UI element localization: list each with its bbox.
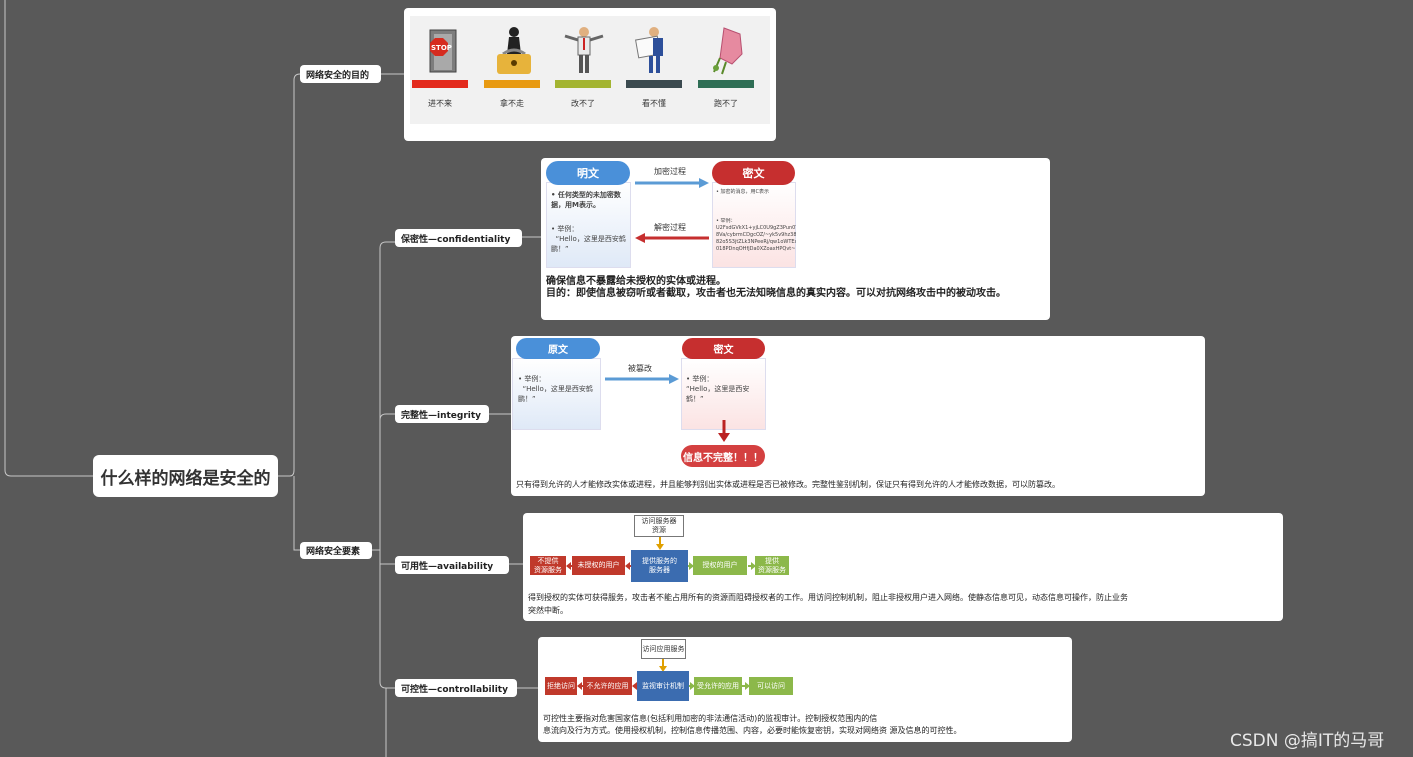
- availability-right1: 授权的用户: [693, 556, 747, 575]
- integrity-label: 完整性—integrity: [401, 410, 482, 421]
- alert-badge: 信息不完整！！！: [681, 445, 765, 467]
- tampered-title: 密文: [682, 338, 765, 359]
- plaintext-title: 明文: [546, 161, 630, 185]
- controllability-center-box: 监视审计机制: [637, 671, 689, 701]
- purpose-bar-2: [484, 80, 540, 88]
- availability-right2: 提供 资源服务: [755, 556, 789, 575]
- purpose-figure-card: STOP 进不来 拿不走 改不了: [404, 8, 776, 141]
- purpose-bar-5: [698, 80, 754, 88]
- integrity-card: 原文 • 举例： “Hello，这里是西安鹤鹏！” 被篡改 密文 • 举例： “…: [511, 336, 1205, 496]
- confidentiality-desc-2: 目的：即使信息被窃听或者截取，攻击者也无法知晓信息的真实内容。可以对抗网络攻击中…: [546, 288, 1006, 299]
- availability-center-box: 提供服务的 服务器: [631, 550, 688, 582]
- root-node[interactable]: 什么样的网络是安全的: [93, 455, 278, 497]
- branch-purpose[interactable]: 网络安全的目的: [300, 65, 381, 83]
- controllability-top-box: 访问应用服务: [641, 639, 686, 659]
- original-title: 原文: [516, 338, 600, 359]
- tamper-label: 被篡改: [628, 364, 652, 373]
- ciphertext-example: • 举例： U2FsdGVkX1+yjLC0U9gZ3Pun0Y 8Va/cyb…: [716, 218, 796, 252]
- availability-label: 可用性—availability: [401, 561, 494, 572]
- availability-left2: 未授权的用户: [572, 556, 625, 575]
- controllability-card: 访问应用服务 监视审计机制 不允许的应用 拒绝访问 受允许的应用 可以访问 可控…: [538, 637, 1072, 742]
- purpose-label-4: 看不懂: [642, 99, 666, 108]
- node-controllability[interactable]: 可控性—controllability: [395, 679, 517, 697]
- padlock-thief-icon: [489, 24, 539, 76]
- controllability-right1: 受允许的应用: [694, 677, 742, 695]
- availability-desc-2: 突然中断。: [528, 606, 568, 615]
- original-pane: [512, 358, 601, 430]
- down-arrow-icon: [718, 420, 730, 442]
- purpose-figure-bg: [410, 16, 770, 124]
- purpose-label-1: 进不来: [428, 99, 452, 108]
- plaintext-bullet: • 任何类型的未加密数据，用M表示。: [551, 191, 621, 209]
- node-confidentiality[interactable]: 保密性—confidentiality: [395, 229, 522, 247]
- availability-card: 访问服务器 资源 提供服务的 服务器 未授权的用户 不提供 资源服务 授权的用户…: [523, 513, 1283, 621]
- controllability-left1: 拒绝访问: [545, 677, 577, 695]
- controllability-down-arrow-icon: [659, 659, 667, 672]
- availability-down-arrow-icon: [656, 537, 664, 550]
- controllability-right2: 可以访问: [749, 677, 793, 695]
- encrypt-arrow-icon: [635, 178, 709, 188]
- ciphertext-bullet: • 加密的消息，用C表示: [716, 189, 770, 195]
- controllability-desc-2: 息流向及行为方式。使用授权机制，控制信息传播范围、内容，必要时能恢复密钥，实现对…: [543, 726, 962, 735]
- branch-elements-label: 网络安全要素: [306, 547, 361, 557]
- ciphertext-title: 密文: [712, 161, 795, 185]
- branch-elements[interactable]: 网络安全要素: [300, 542, 372, 559]
- confused-man-icon: [559, 24, 609, 76]
- node-availability[interactable]: 可用性—availability: [395, 556, 509, 574]
- plaintext-pane: [546, 182, 631, 268]
- stop-door-icon: STOP: [420, 26, 470, 76]
- availability-top-box: 访问服务器 资源: [634, 515, 684, 537]
- newspaper-reader-icon: [629, 24, 679, 76]
- controllability-arrows: [577, 682, 750, 690]
- node-integrity[interactable]: 完整性—integrity: [395, 405, 489, 423]
- purpose-bar-3: [555, 80, 611, 88]
- availability-desc-1: 得到授权的实体可获得服务，攻击者不能占用所有的资源而阻碍授权者的工作。用访问控制…: [528, 593, 1128, 602]
- purpose-label-5: 跑不了: [714, 99, 738, 108]
- watermark: CSDN @搞IT的马哥: [1230, 731, 1385, 751]
- integrity-desc: 只有得到允许的人才能修改实体或进程，并且能够判别出实体或进程是否已被修改。完整性…: [516, 480, 1060, 489]
- tamper-arrow-icon: [605, 374, 679, 384]
- purpose-label-3: 改不了: [571, 99, 595, 108]
- plaintext-example: • 举例： “Hello，这里是西安鹤鹏！”: [551, 225, 626, 253]
- decrypt-arrow-icon: [635, 233, 709, 243]
- purpose-bar-4: [626, 80, 682, 88]
- svg-text:STOP: STOP: [431, 44, 452, 52]
- tampered-pane: [681, 358, 766, 430]
- purpose-label-2: 拿不走: [500, 99, 524, 108]
- confidentiality-desc-1: 确保信息不暴露给未授权的实体或进程。: [546, 276, 726, 287]
- confidentiality-card: 明文 • 任何类型的未加密数据，用M表示。 • 举例： “Hello，这里是西安…: [541, 158, 1050, 320]
- availability-left1: 不提供 资源服务: [530, 556, 566, 575]
- original-example: • 举例： “Hello，这里是西安鹤鹏！”: [518, 375, 593, 403]
- branch-purpose-label: 网络安全的目的: [306, 70, 370, 81]
- purpose-bar-1: [412, 80, 468, 88]
- availability-arrows: [566, 562, 756, 570]
- confidentiality-label: 保密性—confidentiality: [401, 234, 511, 245]
- grabbing-hand-icon: [702, 24, 752, 76]
- tampered-example: • 举例： “Hello，这里是西安鹤！”: [686, 375, 750, 403]
- controllability-left2: 不允许的应用: [583, 677, 632, 695]
- controllability-label: 可控性—controllability: [401, 684, 508, 695]
- decrypt-label: 解密过程: [654, 223, 686, 232]
- ciphertext-pane: [712, 182, 796, 268]
- controllability-desc-1: 可控性主要指对危害国家信息(包括利用加密的非法通信活动)的监视审计。控制授权范围…: [543, 714, 878, 723]
- encrypt-label: 加密过程: [654, 167, 686, 176]
- root-label: 什么样的网络是安全的: [100, 468, 271, 489]
